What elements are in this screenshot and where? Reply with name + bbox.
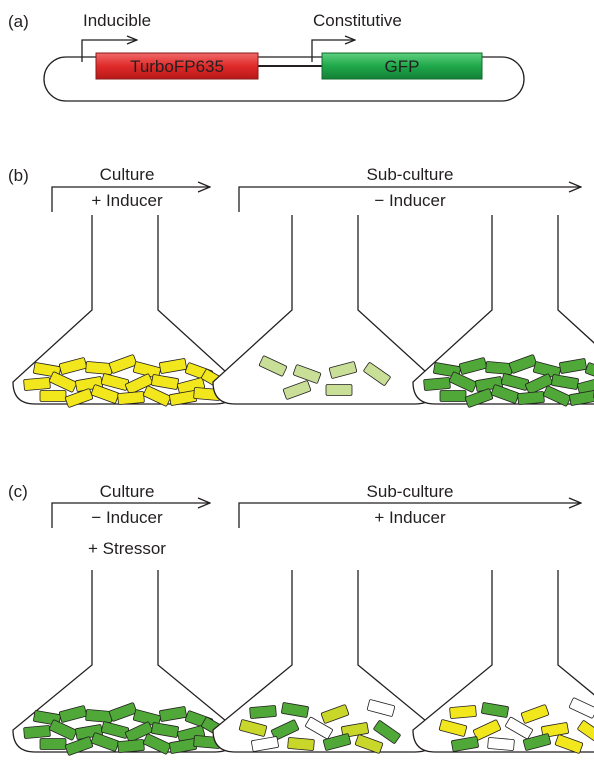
bacterial-cell (86, 361, 113, 374)
flask-subculture-b-2 (413, 215, 594, 408)
bacterial-cell (24, 725, 51, 738)
bacterial-cell (250, 705, 277, 718)
constitutive-label: Constitutive (313, 11, 402, 30)
subculture-title: Sub-culture (367, 165, 454, 184)
panel-a: (a) TurboFP635 GFP Inducible Constitutiv… (8, 11, 524, 101)
flask-culture-c (13, 570, 237, 756)
subculture-condition-c: + Inducer (374, 508, 446, 527)
panel-a-label: (a) (8, 12, 29, 31)
gfp-label: GFP (385, 57, 420, 76)
subculture-condition: − Inducer (374, 191, 446, 210)
panel-c-label: (c) (8, 482, 28, 501)
subculture-title-c: Sub-culture (367, 482, 454, 501)
bacterial-cell (424, 377, 451, 390)
bacterial-cell (486, 361, 513, 374)
bacterial-cell (40, 391, 66, 402)
bacterial-cell (24, 377, 51, 390)
culture-title: Culture (100, 165, 155, 184)
flask-outline (213, 215, 437, 404)
bacterial-cell (440, 391, 466, 402)
bacterial-cell (488, 737, 515, 750)
bacterial-cell (450, 705, 477, 718)
culture-title-c: Culture (100, 482, 155, 501)
flask-subculture-b-1 (213, 215, 437, 404)
culture-stressor-c: + Stressor (88, 539, 166, 558)
bacterial-cell (86, 709, 113, 722)
inducible-label: Inducible (83, 11, 151, 30)
panel-b: (b) Culture + Inducer Sub-culture − Indu… (8, 165, 594, 408)
bacterial-cell (288, 737, 315, 750)
flask-subculture-c-2 (413, 570, 594, 754)
flask-culture-b (13, 215, 237, 408)
bacterial-cell (518, 391, 545, 404)
bacterial-cell (118, 739, 145, 752)
culture-condition-c: − Inducer (91, 508, 163, 527)
panel-b-label: (b) (8, 166, 29, 185)
turbofp635-label: TurboFP635 (130, 57, 224, 76)
bacterial-cell (118, 391, 145, 404)
bacterial-cell (326, 385, 352, 396)
culture-condition: + Inducer (91, 191, 163, 210)
panel-c: (c) Culture − Inducer + Stressor Sub-cul… (8, 482, 594, 756)
flask-subculture-c-1 (213, 570, 437, 754)
bacterial-cell (40, 739, 66, 750)
